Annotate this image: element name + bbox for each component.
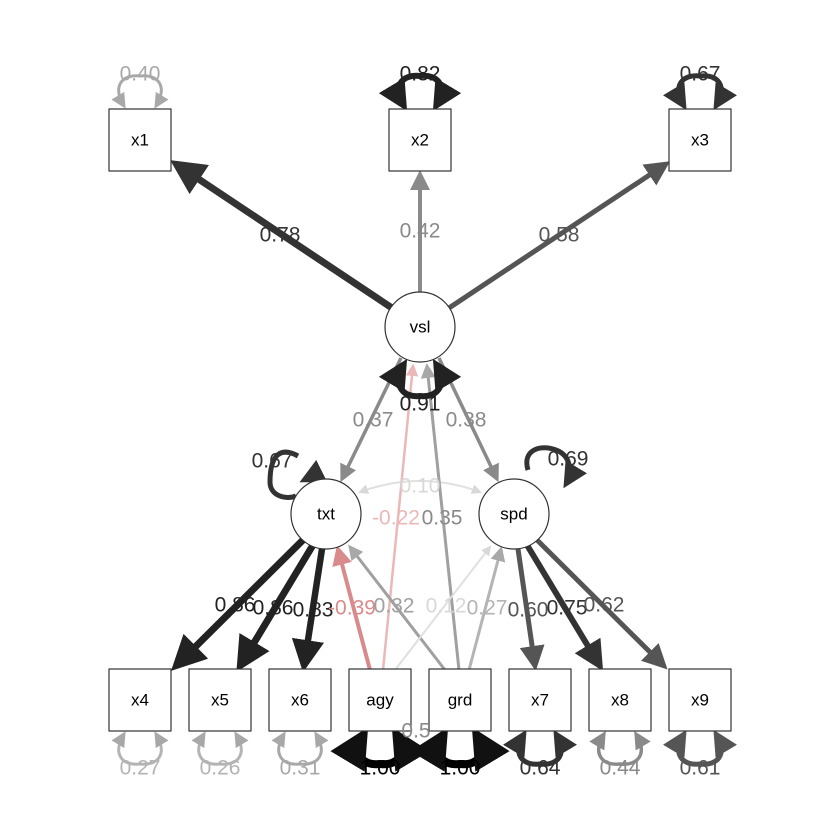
label-agy-txt: -0.39 xyxy=(328,597,376,620)
edge-spd-x8 xyxy=(524,543,604,672)
node-x5-label: x5 xyxy=(211,691,229,710)
label-spd-x9: 0.62 xyxy=(584,594,625,617)
edge-grd-vsl xyxy=(420,363,461,671)
var-label-x9: 0.61 xyxy=(680,757,721,780)
label-spd-x8: 0.75 xyxy=(547,597,588,620)
edge-spd-x7 xyxy=(515,548,545,671)
node-txt[interactable] xyxy=(290,478,362,550)
var-loop-x5 xyxy=(191,731,249,766)
edge-txt-spd-cov xyxy=(358,480,482,494)
var-loop-txt-arrow xyxy=(299,459,328,483)
node-x6[interactable] xyxy=(268,668,332,732)
var-loop-vsl xyxy=(378,358,462,400)
label-vsl-spd: 0.38 xyxy=(446,409,487,432)
edge-grd-spd xyxy=(467,546,506,671)
label-txt-x6: 0.83 xyxy=(293,599,334,622)
var-loop-x2 xyxy=(378,72,462,112)
var-loop-x7 xyxy=(502,729,578,767)
node-vsl[interactable] xyxy=(384,291,456,363)
var-loop-x9 xyxy=(662,729,738,767)
node-x1-label: x1 xyxy=(131,131,149,150)
var-label-x3: 0.67 xyxy=(680,63,721,86)
label-grd-spd: 0.27 xyxy=(467,597,508,620)
edge-grd-txt xyxy=(348,544,447,671)
var-loop-grd xyxy=(410,727,510,772)
edge-spd-x9 xyxy=(533,536,668,670)
label-spd-x7: 0.60 xyxy=(508,599,549,622)
edge-txt-x5 xyxy=(236,543,316,672)
var-label-spd: 0.69 xyxy=(548,448,589,471)
label-vsl-x1: 0.78 xyxy=(260,224,301,247)
var-loop-agy xyxy=(330,727,430,772)
node-x3-label: x3 xyxy=(691,131,709,150)
var-loop-x6 xyxy=(271,731,329,766)
label-agy-spd: 0.12 xyxy=(426,595,467,618)
node-x6-label: x6 xyxy=(291,691,309,710)
label-grd-txt: 0.32 xyxy=(374,595,415,618)
node-grd-label: grd xyxy=(448,691,473,710)
node-txt-label: txt xyxy=(317,505,335,524)
var-label-x7: 0.64 xyxy=(520,757,561,780)
var-label-vsl: 0.91 xyxy=(400,393,441,416)
node-agy[interactable] xyxy=(348,668,412,732)
label-txt-spd-cov: 0.10 xyxy=(400,475,441,498)
var-label-txt: 0.67 xyxy=(252,450,293,473)
node-x1[interactable] xyxy=(108,108,172,172)
node-x4[interactable] xyxy=(108,668,172,732)
edge-txt-x4 xyxy=(171,535,308,671)
var-loop-spd xyxy=(524,445,588,489)
node-x5[interactable] xyxy=(188,668,252,732)
node-x9-label: x9 xyxy=(691,691,709,710)
node-x9[interactable] xyxy=(668,668,732,732)
var-label-x5: 0.26 xyxy=(200,757,241,780)
var-label-x1: 0.40 xyxy=(120,63,161,86)
label-agy-grd-cov: 0.5 xyxy=(401,720,430,743)
var-loop-x8 xyxy=(589,730,651,766)
var-label-grd: 1.00 xyxy=(440,757,481,780)
node-vsl-label: vsl xyxy=(410,318,431,337)
var-label-agy: 1.00 xyxy=(360,757,401,780)
node-x2[interactable] xyxy=(388,108,452,172)
label-grd-vsl: 0.35 xyxy=(422,507,463,530)
node-grd[interactable] xyxy=(428,668,492,732)
edge-txt-x6 xyxy=(291,548,326,673)
var-loop-txt xyxy=(267,449,300,500)
edge-vsl-x3 xyxy=(447,161,671,311)
node-x8-label: x8 xyxy=(611,691,629,710)
var-loop-x3 xyxy=(662,73,738,111)
edge-agy-txt xyxy=(332,545,372,671)
node-agy-label: agy xyxy=(366,691,394,710)
edge-agy-vsl xyxy=(381,363,419,671)
label-txt-x5: 0.86 xyxy=(253,597,294,620)
var-label-x8: 0.44 xyxy=(600,757,641,780)
node-x7-label: x7 xyxy=(531,691,549,710)
edge-agy-spd xyxy=(394,545,492,671)
node-x8[interactable] xyxy=(588,668,652,732)
var-loop-x4 xyxy=(111,731,169,766)
var-loop-x1 xyxy=(111,74,169,109)
node-spd[interactable] xyxy=(478,478,550,550)
var-label-x4: 0.27 xyxy=(120,757,161,780)
var-label-x2: 0.82 xyxy=(400,63,441,86)
node-x3[interactable] xyxy=(668,108,732,172)
edge-vsl-x1 xyxy=(170,160,394,311)
node-spd-label: spd xyxy=(500,505,527,524)
label-vsl-x2: 0.42 xyxy=(400,220,441,243)
node-x7[interactable] xyxy=(508,668,572,732)
node-x4-label: x4 xyxy=(131,691,149,710)
label-txt-x4: 0.86 xyxy=(215,594,256,617)
label-vsl-txt: 0.37 xyxy=(353,409,394,432)
label-vsl-x3: 0.58 xyxy=(539,224,580,247)
label-agy-vsl: -0.22 xyxy=(372,507,420,530)
node-x2-label: x2 xyxy=(411,131,429,150)
var-label-x6: 0.31 xyxy=(280,757,321,780)
